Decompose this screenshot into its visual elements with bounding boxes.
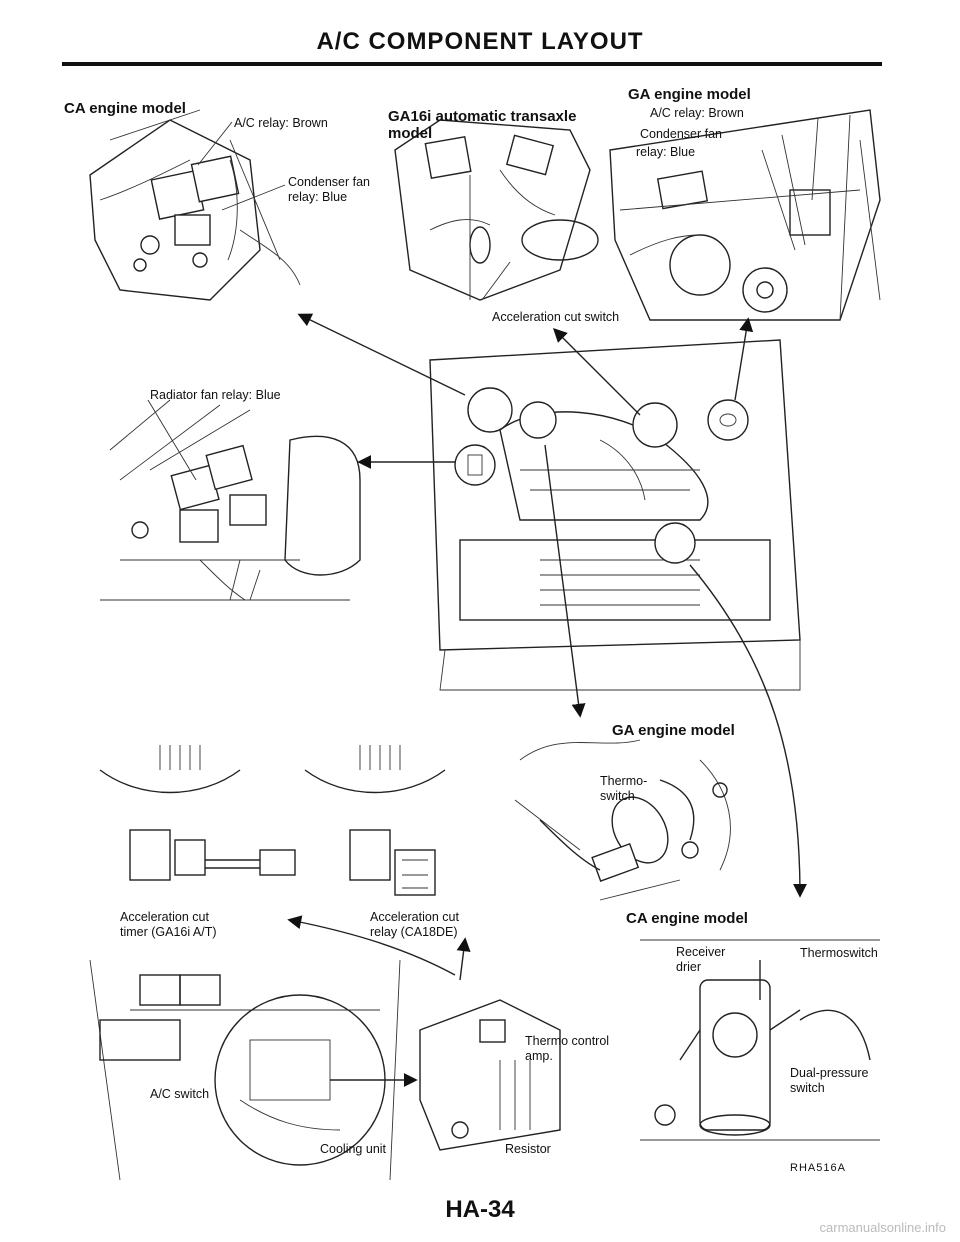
acceleration-cut-relay-label: Acceleration cut relay (CA18DE) <box>370 910 459 939</box>
ga16i-top-sketch <box>394 119 599 301</box>
ca-ac-relay-label: A/C relay: Brown <box>234 116 328 130</box>
title-rule <box>62 62 882 66</box>
ga-engine-mid-model-label: GA engine model <box>612 722 735 739</box>
ga-engine-top-sketch <box>609 109 881 321</box>
ca-engine-top-model-label: CA engine model <box>64 100 186 117</box>
thermoswitch-label: Thermoswitch <box>800 946 878 960</box>
radiator-fan-relay-label: Radiator fan relay: Blue <box>150 388 281 402</box>
receiver-drier-label: Receiver drier <box>676 945 726 974</box>
ga16i-model-label: GA16i automatic transaxle model <box>388 108 577 142</box>
acceleration-cut-switch-label: Acceleration cut switch <box>492 310 620 324</box>
ga-engine-top-model-label: GA engine model <box>628 86 751 103</box>
ga-condenser-fan-label: Condenser fan <box>640 127 723 141</box>
ac-switch-label: A/C switch <box>150 1087 210 1101</box>
resistor-label: Resistor <box>505 1142 551 1156</box>
ga-engine-mid-sketch <box>514 739 731 901</box>
figure-code: RHA516A <box>790 1162 846 1174</box>
timer-relay-sketch <box>99 745 446 896</box>
ca-engine-bottom-model-label: CA engine model <box>626 910 748 927</box>
dual-pressure-switch-label: Dual-pressure switch <box>790 1066 869 1095</box>
ca-condenser-fan-relay-label: Condenser fan relay: Blue <box>288 175 371 204</box>
ca-engine-bottom-sketch <box>640 939 880 1141</box>
radiator-relay-sketch <box>100 399 361 601</box>
page-number: HA-34 <box>445 1196 515 1223</box>
ca-engine-top-sketch <box>89 109 301 301</box>
thermo-control-amp-label: Thermo control amp. <box>525 1034 610 1063</box>
cooling-unit-label: Cooling unit <box>320 1142 387 1156</box>
ga-condenser-relay-label: relay: Blue <box>636 145 696 159</box>
thermo-switch-label: Thermo- switch <box>600 774 648 803</box>
ga-ac-relay-label: A/C relay: Brown <box>650 106 744 120</box>
engine-bay-sketch <box>429 339 801 691</box>
page-title: A/C COMPONENT LAYOUT <box>316 28 644 55</box>
acceleration-cut-timer-label: Acceleration cut timer (GA16i A/T) <box>120 910 217 939</box>
watermark: carmanualsonline.info <box>819 1220 946 1235</box>
callout-arrows <box>287 313 807 1087</box>
